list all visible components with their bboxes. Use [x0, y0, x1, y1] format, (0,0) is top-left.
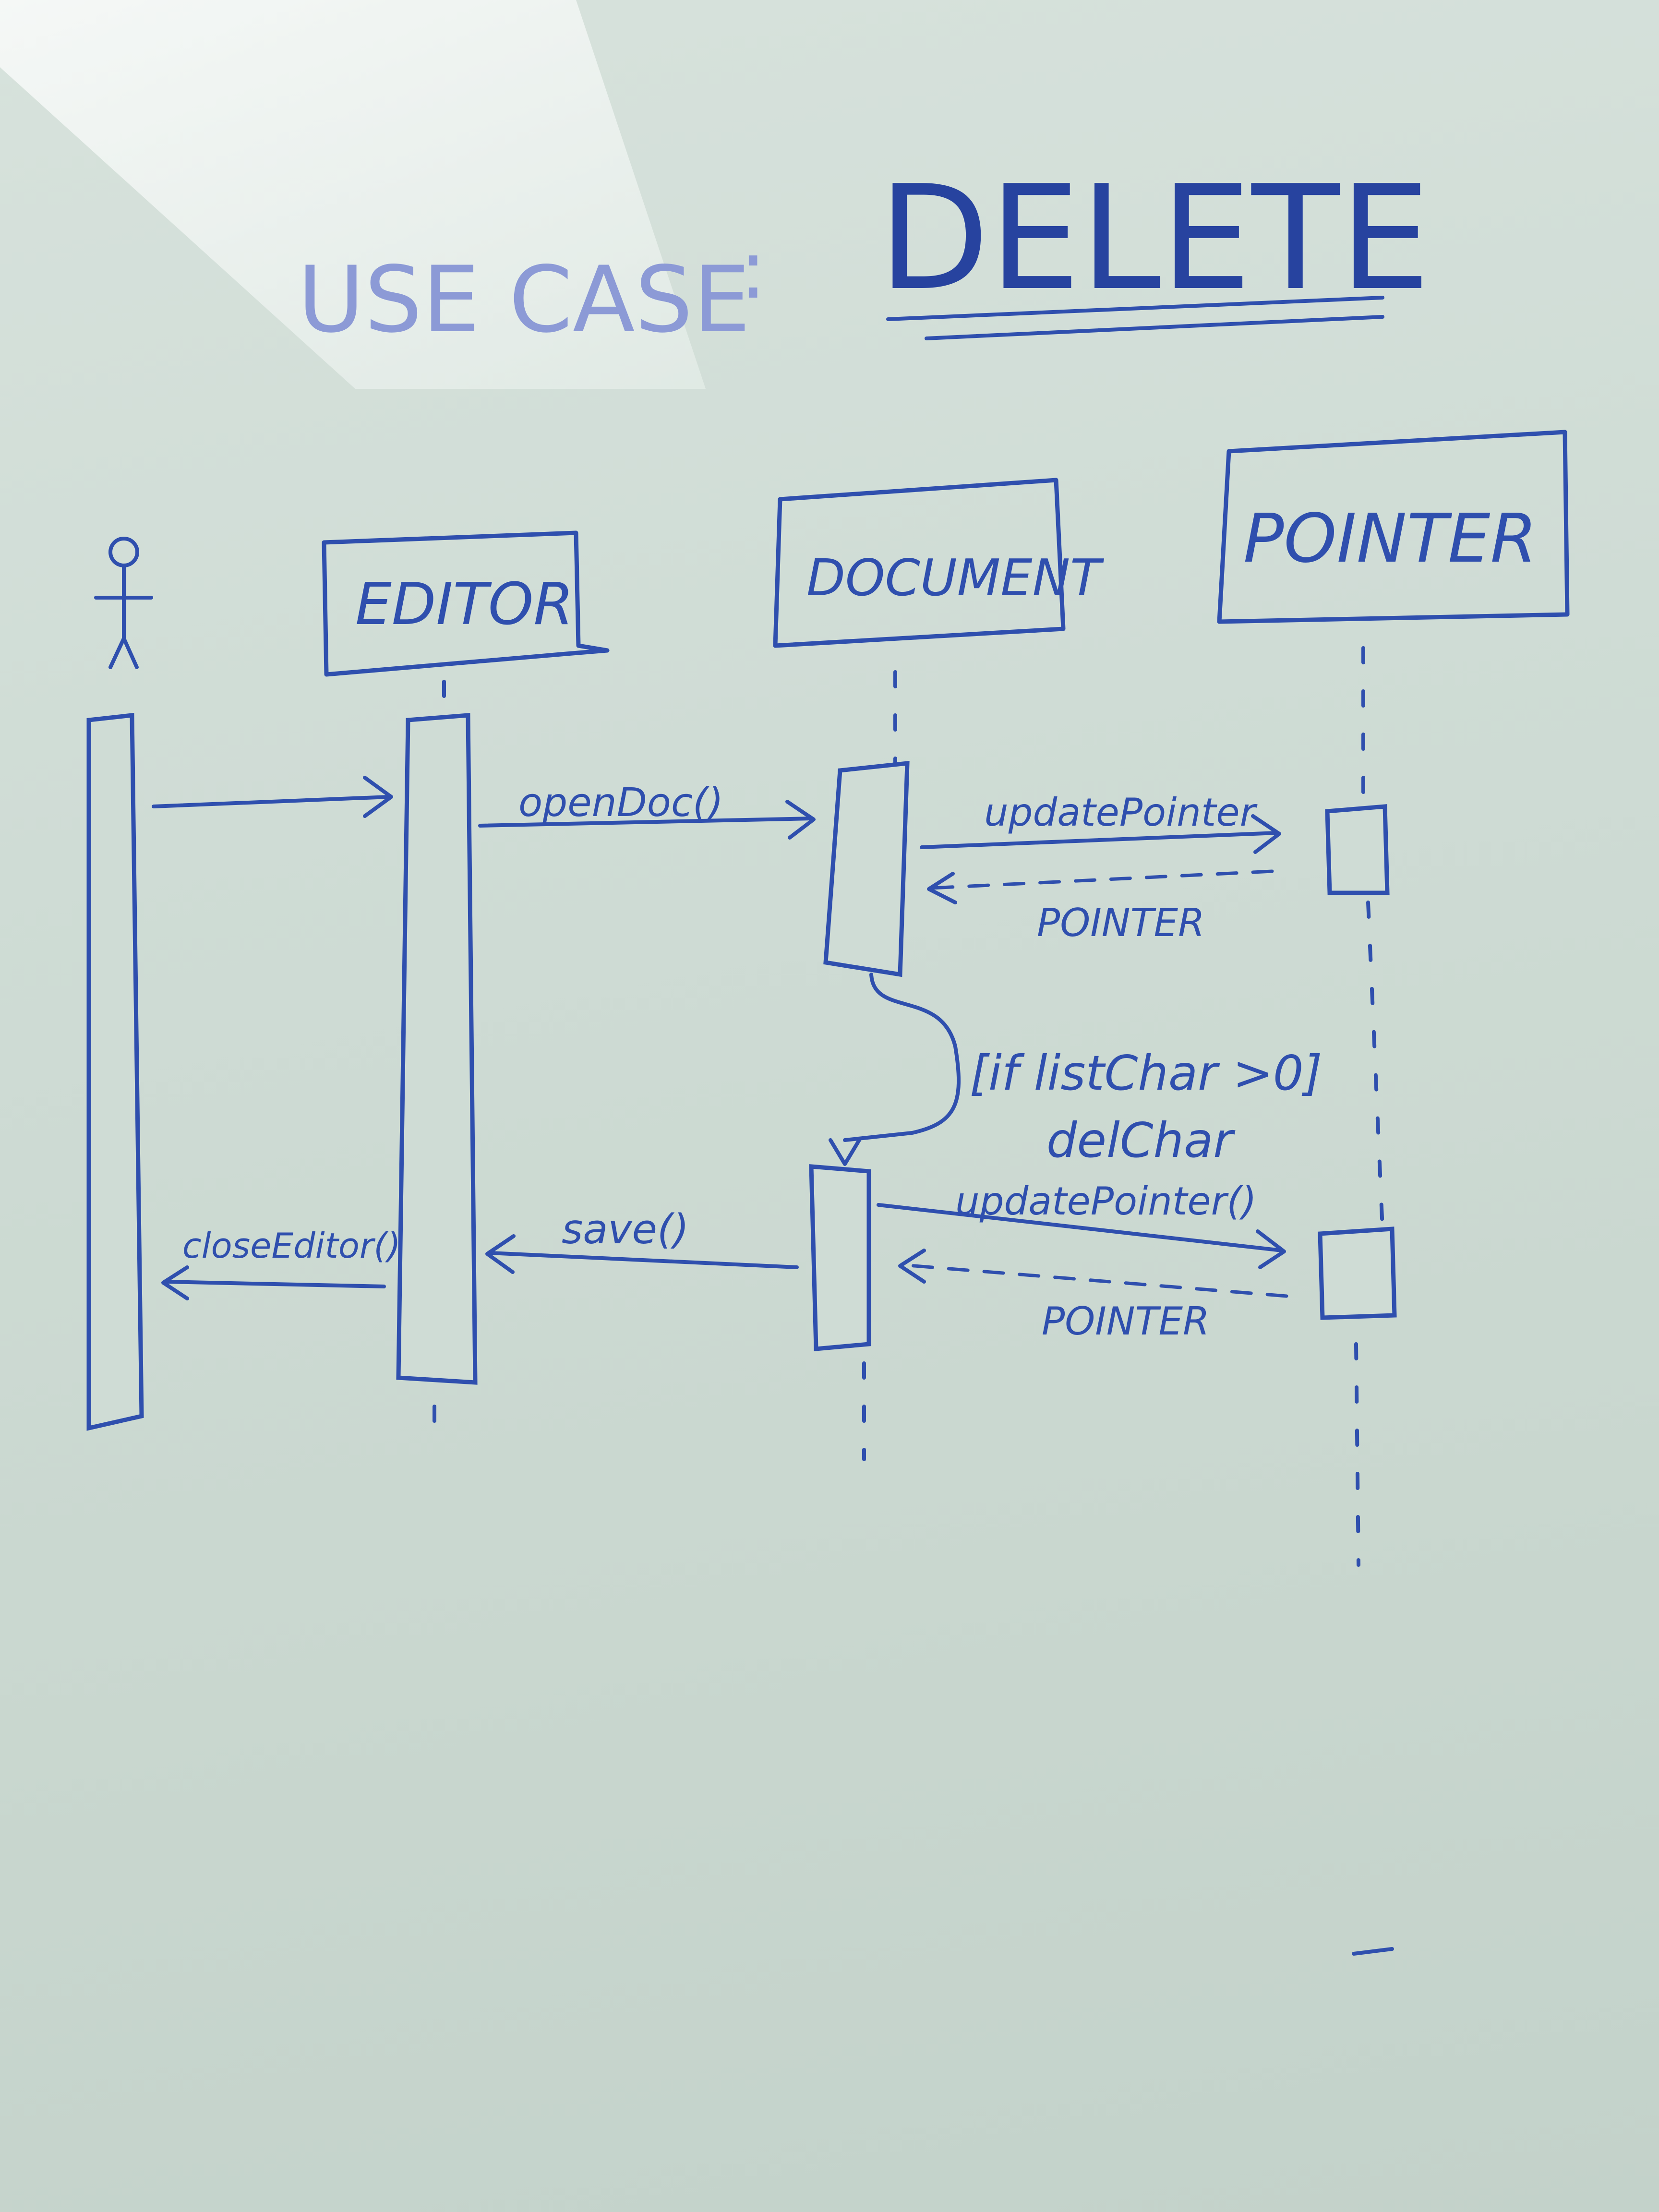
actor-icon [94, 537, 153, 669]
open-doc-arrowhead [785, 800, 816, 840]
actor-to-editor-arrowhead [363, 776, 393, 818]
title-underline-2 [925, 315, 1384, 340]
self-call-arrowhead [829, 1138, 861, 1166]
return-pointer-1-arrowhead [927, 872, 957, 904]
update-pointer-2-arrow [877, 1203, 1284, 1252]
document-activation-2 [809, 1164, 871, 1351]
pointer-activation-2 [1318, 1226, 1397, 1320]
editor-box [322, 530, 610, 677]
msg-return-pointer-2: POINTER [1042, 1299, 1210, 1344]
msg-update-pointer-2: updatePointer() [955, 1179, 1257, 1224]
return-pointer-2-arrowhead [898, 1249, 926, 1284]
msg-save: save() [562, 1206, 689, 1253]
msg-guard: [if listChar >0] [970, 1045, 1322, 1101]
msg-close-editor: closeEditor() [182, 1226, 401, 1266]
pointer-lifeline-3 [1354, 1342, 1360, 1567]
participant-editor: EDITOR [355, 571, 574, 638]
update-pointer-1-arrow [920, 831, 1279, 849]
pointer-lifeline-2 [1366, 901, 1384, 1231]
msg-update-pointer-1: updatePointer [984, 790, 1258, 835]
close-editor-arrow [164, 1280, 386, 1288]
msg-open-doc: openDoc() [518, 780, 723, 826]
actor-to-editor-arrow [152, 795, 391, 808]
close-editor-arrowhead [161, 1265, 189, 1300]
update-pointer-1-arrowhead [1251, 814, 1281, 854]
stray-mark [1352, 1947, 1394, 1956]
diagram-title: DELETE [878, 155, 1431, 322]
participant-document: DOCUMENT [806, 549, 1104, 607]
return-pointer-1-arrow [929, 869, 1274, 890]
participant-pointer: POINTER [1243, 500, 1537, 578]
pointer-activation-1 [1325, 804, 1390, 895]
document-activation-1 [823, 760, 910, 977]
self-call-loop [843, 973, 961, 1142]
document-box [773, 478, 1066, 648]
heading-separator: : [739, 222, 767, 317]
msg-return-pointer-1: POINTER [1037, 901, 1205, 945]
msg-del-char: delChar [1046, 1112, 1236, 1168]
return-pointer-2-arrow [901, 1263, 1288, 1298]
open-doc-arrow [478, 817, 813, 828]
save-arrowhead [485, 1234, 516, 1274]
pointer-box [1217, 430, 1570, 624]
editor-activation [396, 713, 478, 1385]
save-arrow [488, 1251, 799, 1269]
title-underline [886, 296, 1384, 321]
update-pointer-2-arrowhead [1256, 1229, 1286, 1269]
heading-prefix: USE CASE [298, 247, 750, 353]
actor-activation [86, 712, 144, 1431]
